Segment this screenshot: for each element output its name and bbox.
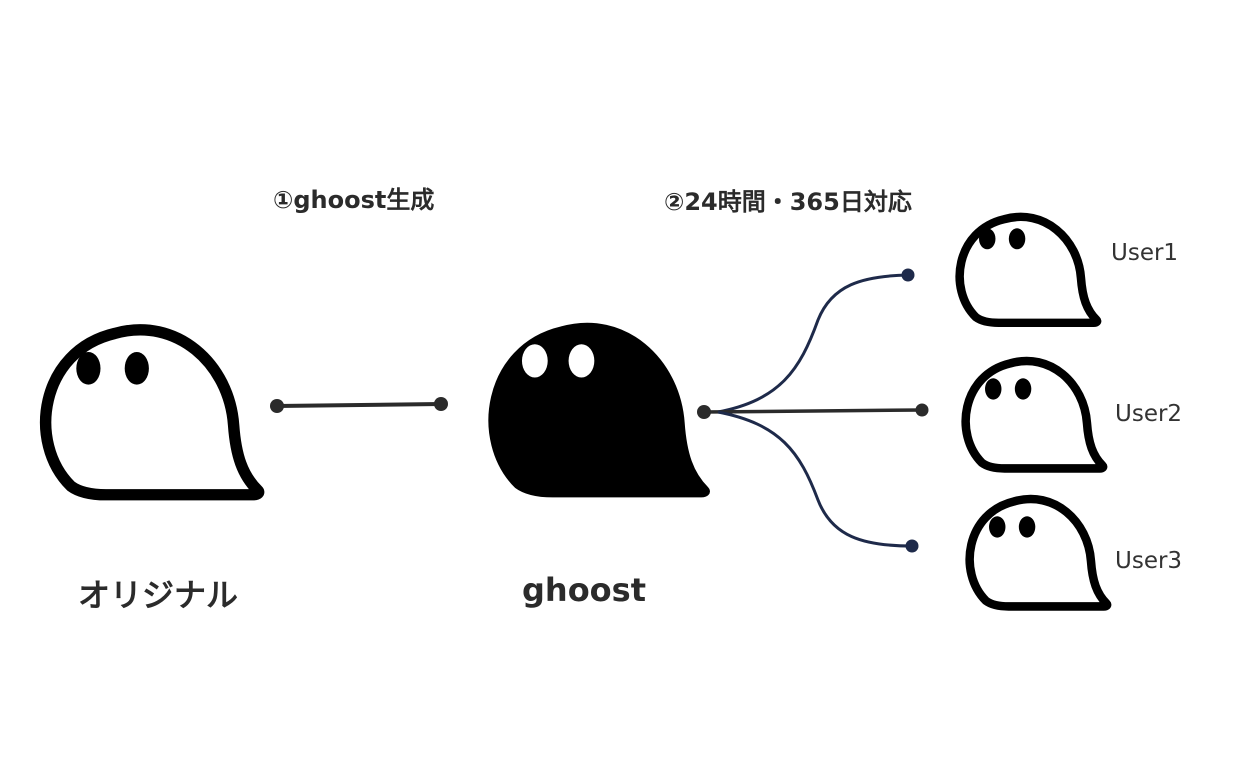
- user1-label: User1: [1111, 240, 1179, 266]
- user1-ghost-icon: [960, 217, 1097, 323]
- user3-label: User3: [1115, 548, 1183, 574]
- ghoost-ghost-icon: [492, 326, 707, 494]
- eye-right: [124, 351, 149, 385]
- connector-original-ghoost: [270, 397, 448, 413]
- eye-left: [521, 344, 548, 378]
- step2-label: ②24時間・365日対応: [664, 188, 912, 216]
- connector-fanout: [697, 268, 929, 553]
- eye-left: [76, 351, 101, 385]
- ghoost-label: ghoost: [522, 571, 646, 609]
- original-ghost-icon: [46, 330, 259, 495]
- eye-right: [568, 344, 595, 378]
- original-label: オリジナル: [78, 576, 239, 614]
- user2-label: User2: [1115, 401, 1183, 427]
- step1-label: ①ghoost生成: [273, 186, 435, 214]
- user2-ghost-icon: [966, 361, 1103, 468]
- user3-ghost-icon: [970, 499, 1107, 606]
